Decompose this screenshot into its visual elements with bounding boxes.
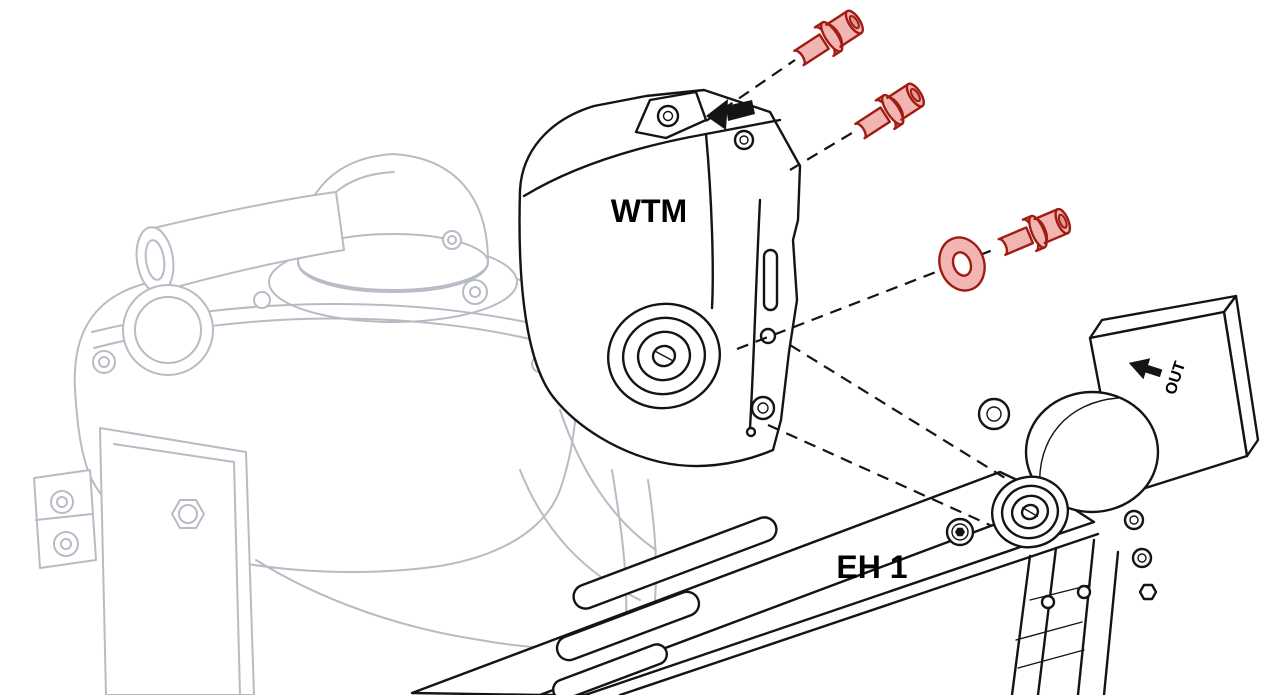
washer	[938, 236, 986, 292]
wtm-port	[606, 302, 722, 410]
fitting-hex-screw	[1138, 583, 1158, 601]
engine-assembly-background	[33, 153, 657, 695]
bracket-slot-2	[555, 590, 701, 662]
bracket-slot-3	[551, 643, 669, 695]
mounting-fasteners	[788, 3, 1076, 292]
eh1-label: EH 1	[836, 549, 907, 585]
engine-front-plate	[99, 427, 255, 695]
plate-hex-bolt	[171, 499, 205, 529]
engine-round-cap	[122, 284, 214, 376]
engine-lower-bracket	[33, 469, 97, 569]
wtm-flange-hole-upper	[759, 327, 777, 345]
eh1-bracket: EH 1	[410, 470, 1120, 695]
wtm-tab-hole	[656, 104, 680, 128]
engine-pipe	[153, 191, 345, 293]
fitting-port	[990, 475, 1070, 549]
flow-direction-arrow-icon	[706, 99, 755, 130]
wtm-flange-slot	[762, 248, 779, 312]
bracket-slot-1	[572, 516, 778, 610]
wtm-flange-hole-lower	[750, 395, 776, 421]
alignment-dashed-lines	[705, 59, 1006, 528]
fitting-cone	[1024, 390, 1160, 514]
mounting-screw-3	[994, 202, 1076, 264]
outlet-fitting: OUT	[977, 294, 1260, 601]
wtm-top-screw	[733, 129, 755, 151]
mounting-screw-2	[849, 76, 931, 147]
fitting-bolt	[977, 397, 1011, 431]
engine-dome	[297, 153, 489, 293]
wtm-module: WTM	[518, 88, 802, 468]
bracket-plate-edge	[538, 498, 1096, 695]
wtm-label: WTM	[611, 193, 687, 229]
wtm-body	[518, 88, 802, 468]
out-direction-arrow-icon	[1128, 358, 1163, 380]
mounting-screw-1	[788, 3, 870, 74]
